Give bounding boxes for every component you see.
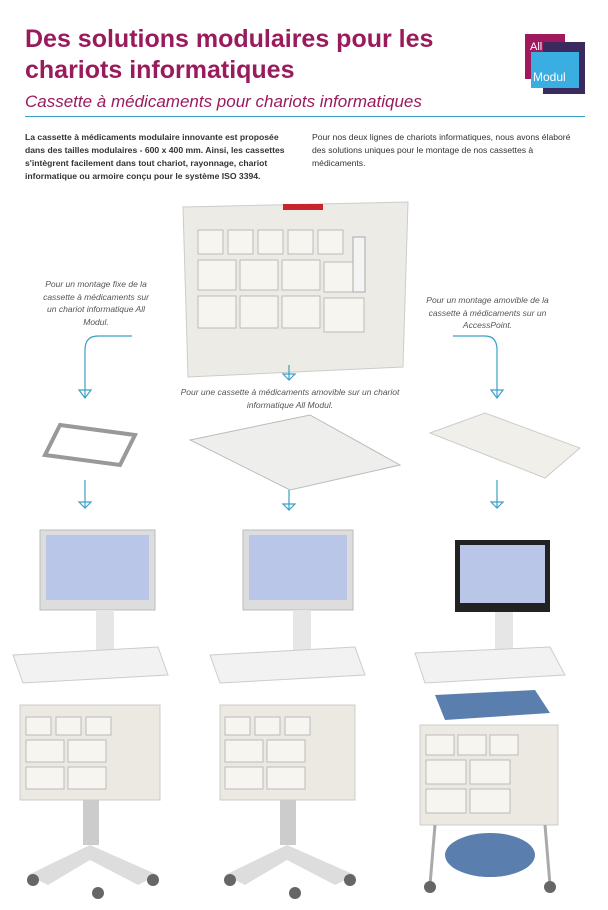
flow-arrows [77,335,505,511]
medication-cassette-image [182,201,409,378]
fixed-mount-plate-image [41,422,139,468]
cart-image-removable [209,529,366,899]
arrow-down-icon [84,335,132,398]
divider [25,116,585,117]
accesspoint-plate-image [428,412,581,479]
svg-text:Modul: Modul [533,70,566,84]
caption-removable-cart: Pour une cassette à médicaments amovible… [180,387,400,410]
caption-fixed-mount: Pour un montage fixe de la cassette à mé… [43,279,149,327]
keypad-icon [352,236,366,293]
arrow-down-icon [453,335,498,398]
svg-text:All: All [530,41,542,53]
caption-accesspoint: Pour un montage amovible de la cassette … [426,295,549,330]
page-subtitle: Cassette à médicaments pour chariots inf… [25,92,422,111]
intro-right: Pour nos deux lignes de chariots informa… [312,132,571,168]
cart-image-accesspoint [414,540,566,893]
cart-image-fixed [12,529,169,899]
all-modul-logo: All Modul [525,34,585,94]
page-title: Des solutions modulaires pour les chario… [25,25,434,84]
intro-left: La cassette à médicaments modulaire inno… [25,132,285,181]
removable-plate-image [188,414,402,491]
